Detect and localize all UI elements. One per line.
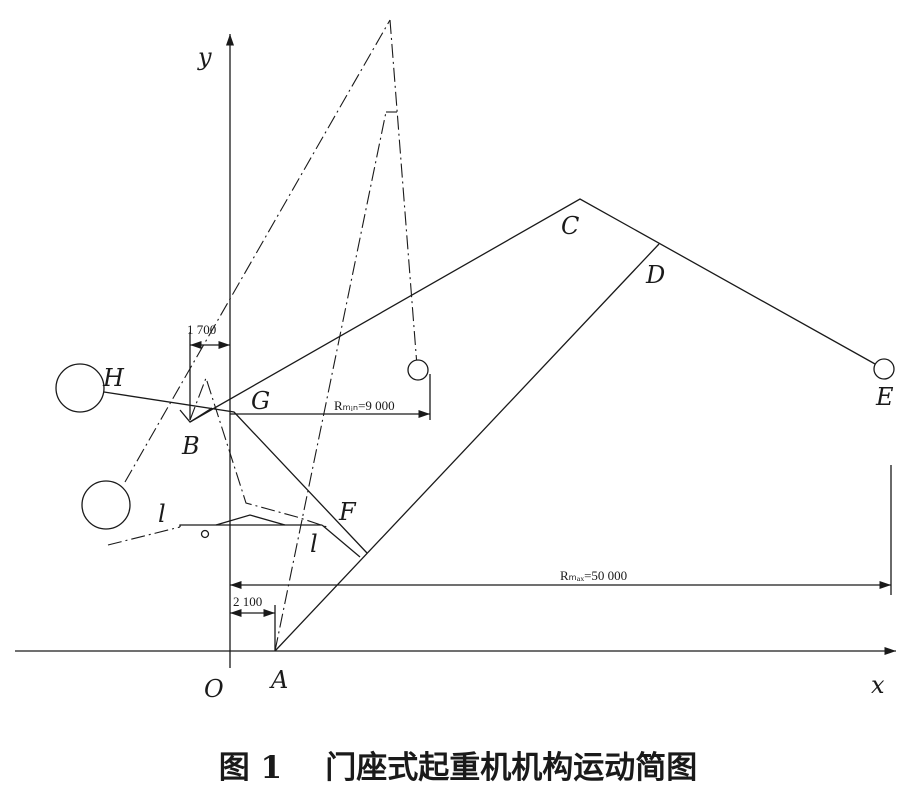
dim-rmin-label: Rₘᵢₙ=9 000: [334, 398, 395, 413]
label-link-l-right: l: [310, 530, 318, 558]
label-point-e: E: [875, 383, 894, 411]
boom-line-dashed: [274, 111, 387, 652]
tie-line-dashed-top: [389, 19, 418, 367]
b-notch: [179, 407, 213, 423]
label-point-a: A: [269, 666, 288, 694]
label-point-d: D: [645, 261, 665, 289]
label-origin: O: [204, 675, 224, 703]
link-l-solid: [179, 524, 322, 527]
jib-line-b-c-e: [189, 198, 885, 423]
dim-2100-label: 2 100: [233, 594, 262, 609]
label-point-c: C: [561, 212, 579, 240]
label-y-axis: y: [197, 43, 212, 71]
label-point-g: G: [251, 387, 270, 415]
lever-dashed: [189, 376, 331, 529]
hook-dashed-circle: [407, 359, 429, 381]
figure-caption: 图 1 门座式起重机机构运动简图: [219, 750, 698, 786]
dim-rmax-label: Rₘₐₓ=50 000: [560, 568, 627, 583]
line-f-strut: [321, 524, 361, 558]
counterweight-h-circle: [55, 363, 105, 413]
label-x-axis: x: [871, 671, 885, 699]
label-link-l-left: l: [158, 500, 166, 528]
label-point-h: H: [102, 364, 125, 392]
label-point-f: F: [338, 498, 357, 526]
link-l-bump: [215, 514, 286, 526]
dim-1700-label: 1 700: [187, 322, 216, 337]
pivot-small-circle: [200, 529, 210, 539]
line-a-d: [274, 243, 660, 652]
link-l-dashed: [107, 526, 181, 546]
counterweight-dashed-circle: [81, 480, 131, 530]
label-point-b: B: [181, 432, 200, 460]
hook-e-circle: [873, 358, 895, 380]
line-h-g-f: [103, 391, 368, 554]
jib-line-dashed-upper: [124, 19, 391, 483]
